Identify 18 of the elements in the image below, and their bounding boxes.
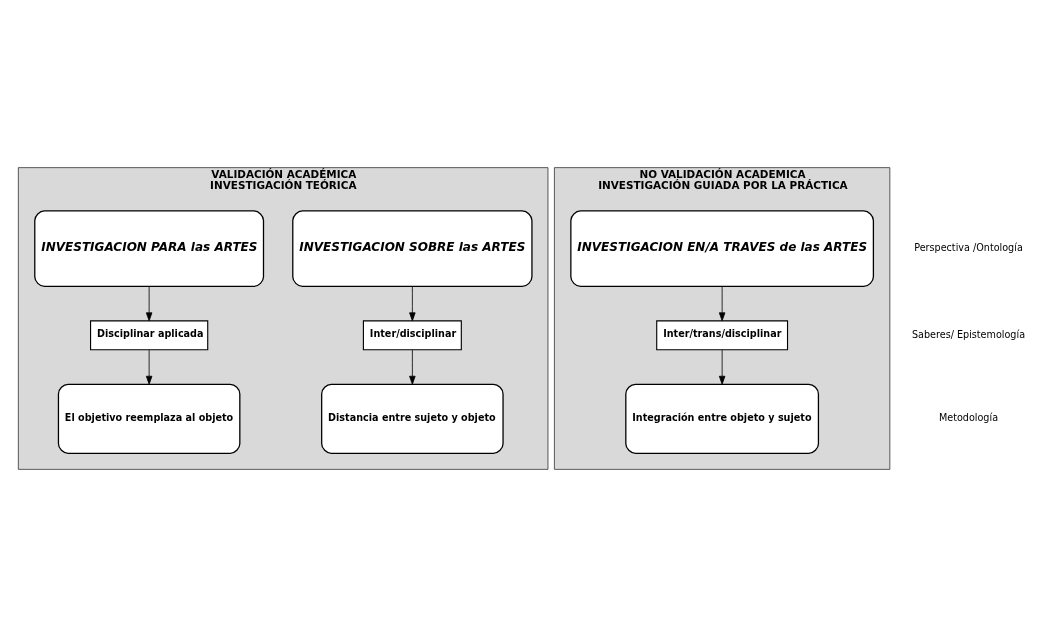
node-box: Disciplinar aplicada xyxy=(90,319,209,350)
node-box: Integración entre objeto y sujeto xyxy=(625,383,820,454)
node-box: INVESTIGACION PARA las ARTES xyxy=(34,209,265,287)
node-box: INVESTIGACION SOBRE las ARTES xyxy=(292,209,533,287)
node-box: El objetivo reemplaza al objeto xyxy=(57,383,241,454)
node-box: Distancia entre sujeto y objeto xyxy=(321,383,504,454)
node-box: INVESTIGACION EN/A TRAVES de las ARTES xyxy=(570,209,875,287)
arrow xyxy=(409,285,416,321)
label: Perspectiva /Ontología xyxy=(914,241,1023,253)
arrow xyxy=(145,285,153,321)
arrow xyxy=(718,285,726,321)
label: Saberes/ Epistemología xyxy=(911,328,1026,340)
arrow xyxy=(145,349,153,385)
arrow xyxy=(409,349,416,385)
node-box: Inter/trans/disciplinar xyxy=(656,319,789,350)
label: Metodología xyxy=(938,411,999,423)
arrow xyxy=(718,349,726,385)
node-box: Inter/disciplinar xyxy=(362,319,462,350)
